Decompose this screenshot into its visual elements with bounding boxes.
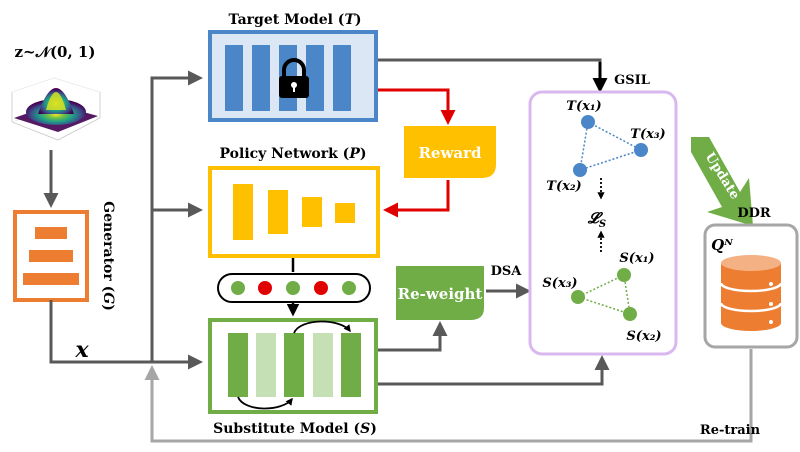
generator-label: Generator (G) [100,201,116,311]
update-arrow-shape [691,137,753,226]
gsil-label: GSIL [614,73,650,88]
qn-label: Qᴺ [711,236,733,254]
input-wiring [49,70,203,370]
gsil-frame [528,90,678,356]
substitute-layer-2 [256,333,276,397]
skip-connection-bottom [237,396,293,410]
node-s1-label: S(x₁) [619,251,654,266]
node-t3-label: T(x₃) [630,127,665,142]
policy-layer-3 [302,197,322,227]
substitute-triangle [575,273,631,316]
reward-label: Reward [418,144,482,162]
target-layer-2 [252,45,270,111]
noise-plot: z~𝒩(0, 1) [11,43,101,141]
substitute-layer-5 [341,333,361,397]
generator-box [13,210,89,302]
reweight-shape [396,266,484,320]
policy-layer-1 [233,184,253,240]
selection-mask [217,273,371,303]
dsa-label: DSA [491,264,523,279]
surface-peak-top [46,92,66,110]
arrow-reward-to-policy [383,180,450,218]
node-s2 [623,307,637,321]
plot-back-frame [11,77,101,93]
reward-box: Reward [404,126,496,178]
node-t2 [573,163,587,177]
retrain-label: Re-train [700,423,761,438]
gsil-panel: T(x₁) T(x₃) T(x₂) 𝓛S S(x₁) S(x₃) S(x₂) [528,90,678,356]
mask-dot-4 [314,281,328,295]
plot-frame [11,92,101,141]
reweight-label: Re-weight [398,285,483,303]
arrow-retrain-loop [144,349,753,443]
ddr-box: Qᴺ [703,223,799,349]
mask-dot-1 [231,281,245,295]
node-t1-label: T(x₁) [566,99,601,114]
policy-layer-4 [335,203,355,223]
node-t1 [581,115,595,129]
substitute-layer-4 [313,333,333,397]
substitute-layer-3 [284,333,304,397]
ddr-label: DDR [737,206,771,221]
node-t2-label: T(x₂) [546,179,581,194]
skip-connection-top [293,320,351,334]
substitute-model-box [208,318,378,414]
generator-layer-3 [23,273,79,285]
generator-layer-2 [29,250,73,262]
node-s3 [571,290,585,304]
reward-shape [404,126,496,178]
policy-layer-2 [268,190,288,234]
policy-network-label: Policy Network (P) [220,146,367,162]
node-s2-label: S(x₂) [626,329,661,344]
target-layer-5 [333,45,351,111]
reweight-box: Re-weight [396,266,484,320]
target-triangle [579,120,643,172]
mask-dot-5 [342,281,356,295]
target-layer-4 [306,45,324,111]
arrow-target-to-gsil-line [378,58,602,88]
mask-dot-3 [286,281,300,295]
arrow-x-to-target [150,70,203,362]
database-icon [719,255,783,331]
substitute-model-label: Substitute Model (S) [213,421,377,437]
policy-network-box [208,166,380,258]
arrow-target-to-reward [378,88,456,125]
node-s3-label: S(x₃) [542,276,577,291]
noise-label: z~𝒩(0, 1) [15,43,96,61]
generator-layer-1 [35,227,67,239]
target-model-box [208,30,378,122]
node-s1 [617,268,631,282]
arrow-substitute-to-gsil [378,355,610,386]
mask-dot-2 [258,281,272,295]
target-model-label: Target Model (T) [229,12,362,28]
node-t3 [634,143,648,157]
generator-frame [13,210,89,302]
lock-icon [279,58,309,98]
x-variable: x [74,337,89,363]
substitute-layer-1 [228,333,248,397]
target-layer-1 [225,45,243,111]
arrow-substitute-to-reweight [378,321,448,352]
arrow-x-to-substitute [49,300,203,370]
